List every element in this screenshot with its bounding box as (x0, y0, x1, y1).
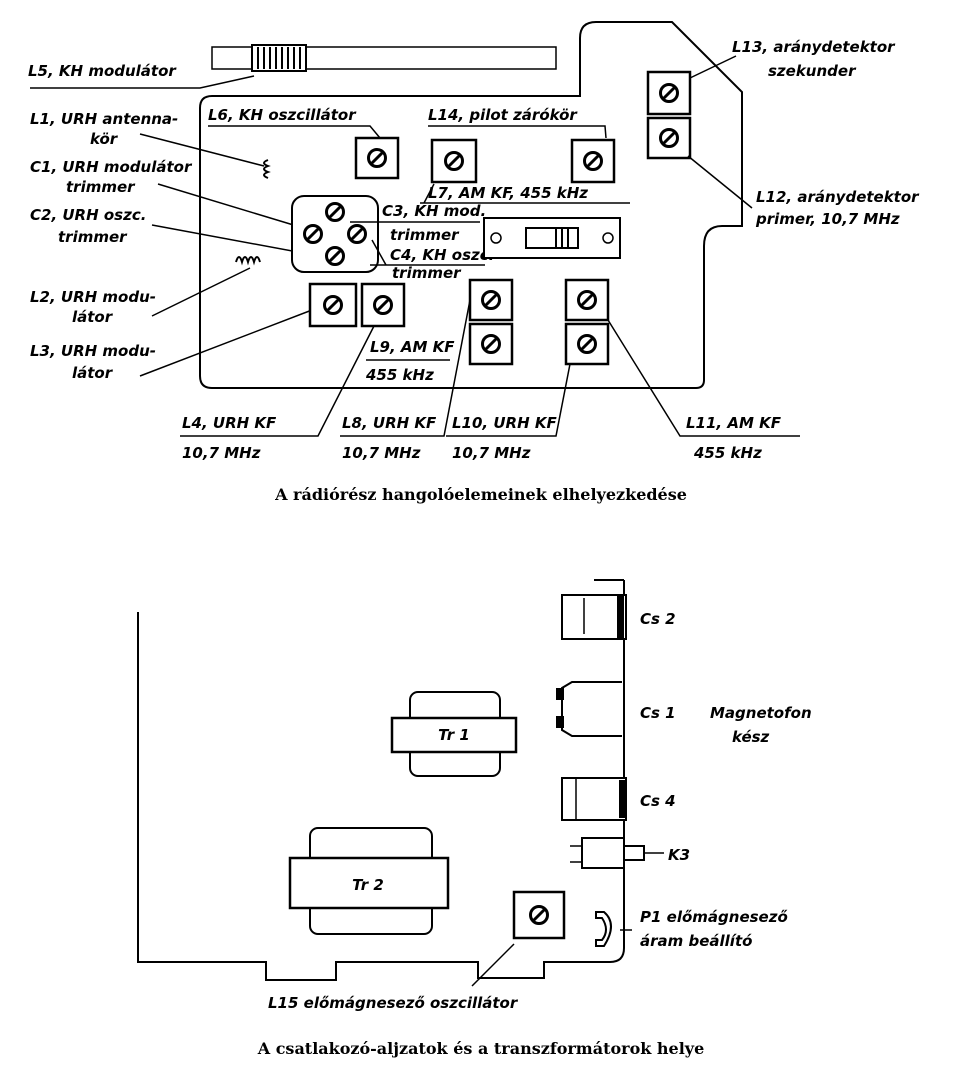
label-l8-b: 10,7 MHz (342, 444, 421, 462)
label-p1-b: áram beállító (640, 932, 752, 950)
l12-trimmer[interactable] (646, 116, 692, 160)
label-l4: L4, URH KF (182, 414, 277, 432)
label-l11: L11, AM KF (686, 414, 782, 432)
l9-trimmer[interactable] (360, 282, 406, 328)
l10-trimmer[interactable] (468, 322, 514, 366)
ferrite-rod-icon (211, 44, 557, 72)
label-l7: L7, AM KF, 455 kHz (428, 184, 588, 202)
label-l13-b: szekunder (768, 62, 857, 80)
label-c1-b: trimmer (66, 178, 136, 196)
figure-radio-section: L5, KH modulátor L1, URH antenna- kör C1… (28, 21, 920, 504)
coil-icon-l2 (235, 256, 261, 266)
label-c3: C3, KH mod. (382, 202, 486, 220)
label-l14: L14, pilot zárókör (428, 106, 578, 124)
label-l12: L12, aránydetektor (756, 188, 920, 206)
label-l8: L8, URH KF (342, 414, 437, 432)
label-l2: L2, URH modu- (30, 288, 156, 306)
socket-cs2[interactable] (561, 594, 627, 640)
l8-trimmer[interactable] (468, 278, 514, 322)
label-l10-b: 10,7 MHz (452, 444, 531, 462)
radio-board-outline (199, 21, 743, 389)
label-l1-b: kör (90, 130, 119, 148)
l11-upper-trimmer[interactable] (564, 278, 610, 322)
label-l2-b: látor (72, 308, 114, 326)
label-cs1: Cs 1 (640, 704, 676, 722)
label-c4: C4, KH oszc. (390, 246, 494, 264)
label-l3: L3, URH modu- (30, 342, 156, 360)
l15-trimmer[interactable] (512, 890, 566, 940)
label-c2-b: trimmer (58, 228, 128, 246)
label-l10: L10, URH KF (452, 414, 557, 432)
label-tr2: Tr 2 (352, 876, 384, 894)
potentiometer-p1[interactable] (595, 911, 632, 947)
l14-trimmer[interactable] (570, 138, 616, 184)
label-l9: L9, AM KF (370, 338, 455, 356)
label-l13: L13, aránydetektor (732, 38, 896, 56)
label-l3-b: látor (72, 364, 114, 382)
caption-radio-section: A rádiórész hangolóelemeinek elhelyezked… (274, 485, 687, 504)
label-c2: C2, URH oszc. (30, 206, 146, 224)
figure-connectors: Cs 2 Cs 1 Magnetofon kész Cs 4 K3 (137, 579, 812, 1058)
label-cs2: Cs 2 (640, 610, 676, 628)
l3-coil-box (308, 282, 358, 328)
label-c1: C1, URH modulátor (30, 158, 193, 176)
coil-icon (263, 159, 271, 179)
l6-trimmer[interactable] (354, 136, 400, 180)
label-tr1: Tr 1 (438, 726, 470, 744)
socket-cs4[interactable] (561, 777, 627, 821)
label-k3: K3 (668, 846, 690, 864)
label-l5: L5, KH modulátor (28, 62, 177, 80)
transformer-tr1 (390, 691, 518, 777)
label-p1: P1 előmágnesező (640, 908, 788, 926)
socket-cs1[interactable] (556, 681, 622, 737)
trimmer-block (291, 195, 379, 273)
label-c3-b: trimmer (390, 226, 460, 244)
label-l4-b: 10,7 MHz (182, 444, 261, 462)
label-l11-b: 455 kHz (693, 444, 762, 462)
label-l9-b: 455 kHz (365, 366, 434, 384)
transformer-tr2 (288, 827, 450, 935)
caption-connectors: A csatlakozó-aljzatok és a transzformáto… (257, 1039, 705, 1058)
label-c4-b: trimmer (392, 264, 462, 282)
slide-switch-icon (483, 217, 621, 259)
label-l1: L1, URH antenna- (30, 110, 178, 128)
connector-board-outline (137, 580, 625, 981)
l13-trimmer[interactable] (646, 70, 692, 116)
label-magnetofon: Magnetofon (710, 704, 812, 722)
label-l6: L6, KH oszcillátor (208, 106, 357, 124)
label-magnetofon-b: kész (732, 728, 770, 746)
l11-trimmer[interactable] (564, 322, 610, 366)
label-cs4: Cs 4 (640, 792, 676, 810)
l7-trimmer[interactable] (430, 138, 478, 184)
label-l15: L15 előmágnesező oszcillátor (268, 994, 519, 1012)
label-l12-b: primer, 10,7 MHz (755, 210, 900, 228)
switch-k3[interactable] (570, 837, 664, 869)
